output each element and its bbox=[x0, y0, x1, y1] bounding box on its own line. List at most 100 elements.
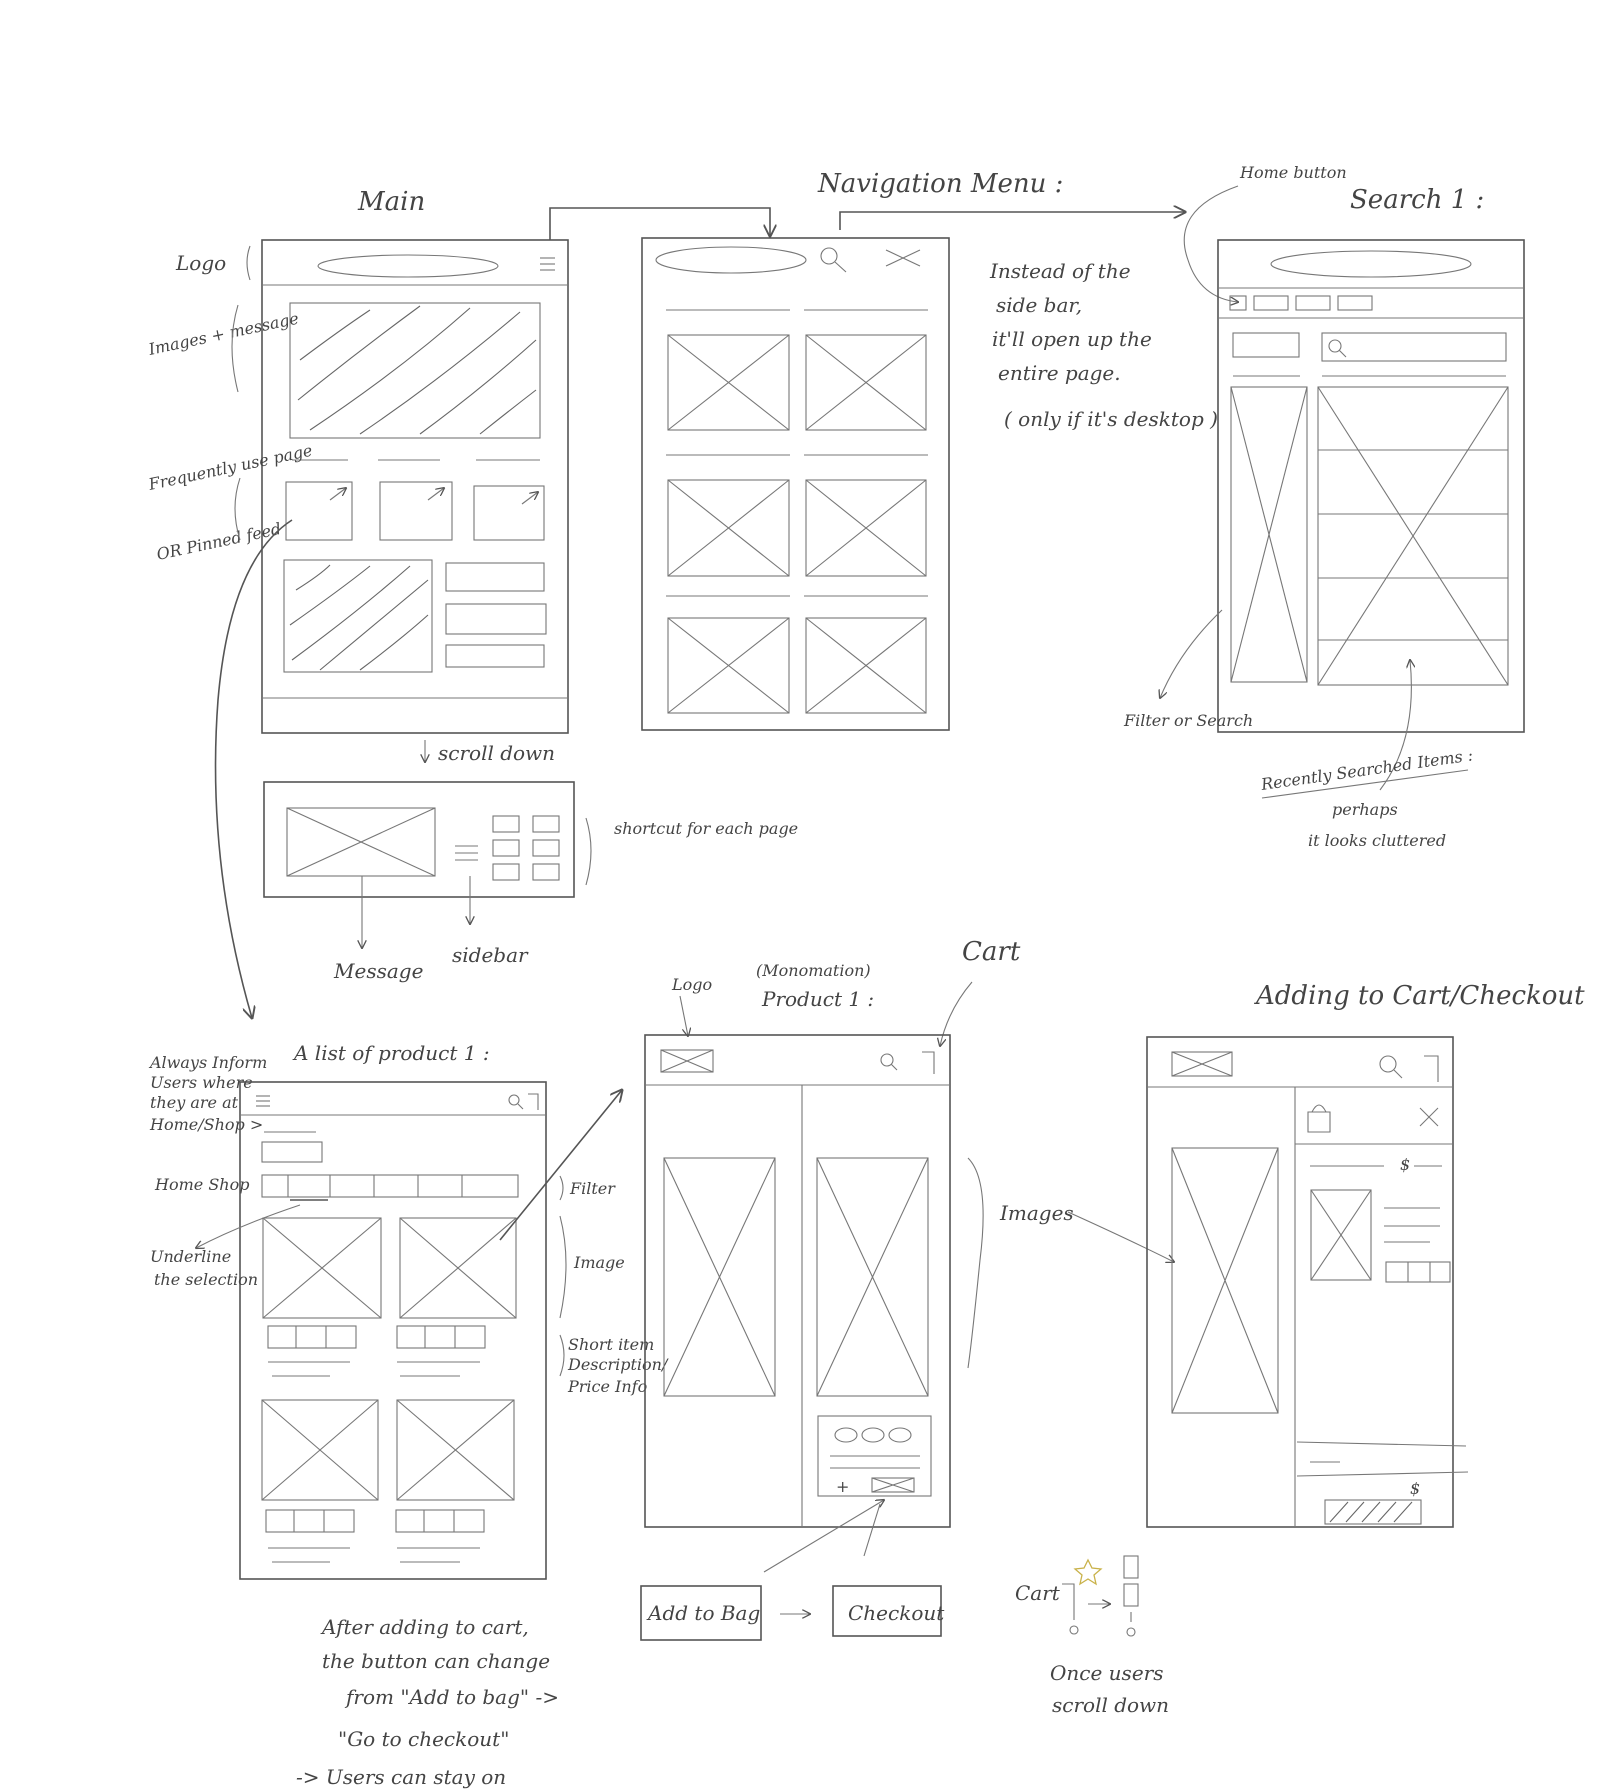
checkout-button[interactable] bbox=[832, 1585, 942, 1637]
cart-note-1: Once users bbox=[1050, 1661, 1163, 1685]
search-tab-3[interactable] bbox=[1337, 295, 1373, 311]
nav-menu-grid bbox=[666, 309, 928, 714]
cart-item-image bbox=[1310, 1189, 1372, 1281]
main-scrolled-frame bbox=[263, 781, 575, 898]
search-input[interactable] bbox=[1321, 332, 1507, 362]
product-image-1 bbox=[663, 1157, 776, 1397]
close-icon bbox=[885, 249, 921, 267]
checkout-label: Checkout bbox=[848, 1601, 945, 1625]
shortcut-icons bbox=[492, 815, 560, 881]
underline-note-2: the selection bbox=[154, 1270, 258, 1289]
cart-icon bbox=[1062, 1583, 1075, 1620]
star-icon bbox=[1073, 1558, 1103, 1586]
feature-hatching bbox=[289, 564, 429, 671]
svg-text:Description/: Description/ bbox=[567, 1355, 669, 1374]
home-icon[interactable] bbox=[1229, 295, 1247, 311]
svg-text:"Go to checkout": "Go to checkout" bbox=[338, 1727, 509, 1751]
svg-text:Home/Shop >: Home/Shop > bbox=[149, 1115, 263, 1134]
product-logo-placeholder bbox=[660, 1049, 714, 1073]
search-icon bbox=[508, 1094, 524, 1110]
sidebar-icon bbox=[455, 845, 478, 861]
svg-text:they are at: they are at bbox=[150, 1093, 239, 1112]
label-images-message: Images + message bbox=[146, 309, 300, 360]
hero-image bbox=[289, 302, 541, 439]
quick-link-1 bbox=[285, 481, 353, 541]
label-scroll-down: scroll down bbox=[438, 741, 555, 765]
main-frame bbox=[261, 239, 569, 734]
product-list-title: A list of product 1 : bbox=[292, 1041, 490, 1065]
search-note-2: it looks cluttered bbox=[1308, 831, 1446, 850]
cart-product-image bbox=[1171, 1147, 1279, 1414]
underline-note-1: Underline bbox=[150, 1247, 231, 1266]
product-page-frame bbox=[644, 1034, 951, 1528]
search-icon bbox=[880, 1053, 898, 1071]
svg-text:the button can change: the button can change bbox=[322, 1649, 550, 1673]
search-tab-1[interactable] bbox=[1253, 295, 1289, 311]
search-note-1: perhaps bbox=[1332, 800, 1398, 819]
label-logo: Logo bbox=[671, 975, 712, 994]
product-options-box bbox=[817, 1415, 932, 1497]
label-pinned-feed: OR Pinned feed bbox=[155, 519, 283, 564]
vertical-cart-icons bbox=[1123, 1555, 1139, 1637]
quick-link-3 bbox=[473, 485, 545, 541]
cart-checkout-title: Adding to Cart/Checkout bbox=[1254, 981, 1585, 1011]
svg-text:( only if it's desktop ): ( only if it's desktop ) bbox=[1004, 407, 1218, 431]
product-title-prefix: (Monomation) bbox=[756, 961, 871, 980]
price-symbol: $ bbox=[1400, 1155, 1410, 1174]
cart-icon bbox=[922, 1051, 935, 1074]
search-input-icon bbox=[1328, 339, 1347, 358]
bag-icon bbox=[1307, 1104, 1331, 1133]
label-logo: Logo bbox=[175, 251, 226, 275]
feature-image bbox=[283, 559, 433, 673]
svg-text:entire page.: entire page. bbox=[998, 361, 1121, 385]
svg-text:Always Inform: Always Inform bbox=[148, 1053, 267, 1072]
cart-checkout-sketch: Adding to Cart/Checkout $ bbox=[1015, 981, 1585, 1717]
label-home-button: Home button bbox=[1239, 163, 1347, 182]
label-filter-search: Filter or Search bbox=[1123, 711, 1253, 730]
search-icon bbox=[820, 247, 847, 273]
label-shortcut: shortcut for each page bbox=[614, 819, 798, 838]
svg-text:Users where: Users where bbox=[150, 1073, 253, 1092]
label-frequently-used: Frequently use page bbox=[146, 441, 314, 494]
search-sketch: Search 1 : Home button Filter or Search bbox=[1123, 163, 1525, 850]
cart-logo-placeholder bbox=[1171, 1051, 1233, 1077]
close-icon[interactable] bbox=[1419, 1107, 1439, 1127]
main-sketch: Main bbox=[146, 187, 798, 1018]
add-to-bag-button[interactable] bbox=[640, 1585, 762, 1641]
label-cart-small: Cart bbox=[1015, 1581, 1061, 1605]
quantity-stepper[interactable] bbox=[1385, 1261, 1451, 1283]
checkout-hatched-button[interactable] bbox=[1324, 1499, 1422, 1525]
hero-hatching bbox=[297, 305, 537, 435]
quick-link-2 bbox=[379, 481, 453, 541]
nav-menu-note: Instead of the side bar, it'll open up t… bbox=[989, 259, 1218, 431]
add-to-bag-mini-button[interactable] bbox=[871, 1477, 915, 1493]
svg-text:side bar,: side bar, bbox=[996, 293, 1082, 317]
label-recently-searched: Recently Searched Items : bbox=[1259, 745, 1474, 794]
svg-text:Instead of the: Instead of the bbox=[989, 259, 1131, 283]
product-title: Product 1 : bbox=[761, 987, 874, 1011]
nav-frame bbox=[641, 237, 950, 731]
search-title: Search 1 : bbox=[1350, 185, 1484, 215]
product-list-sketch: A list of product 1 : Always Inform User… bbox=[148, 1041, 669, 1789]
svg-text:Home Shop: Home Shop bbox=[154, 1175, 249, 1194]
svg-text:After adding to cart,: After adding to cart, bbox=[320, 1615, 529, 1639]
logo-placeholder bbox=[317, 254, 499, 278]
navigation-menu-sketch: Navigation Menu : Instead of the bbox=[641, 169, 1218, 731]
search-logo-placeholder bbox=[1270, 250, 1472, 278]
svg-text:Short item: Short item bbox=[568, 1335, 654, 1354]
plus-icon[interactable]: + bbox=[836, 1477, 849, 1496]
filter-box[interactable] bbox=[1232, 332, 1300, 358]
label-images: Images bbox=[999, 1201, 1074, 1225]
short-info-note: Short item Description/ Price Info bbox=[567, 1335, 669, 1396]
search-frame bbox=[1217, 239, 1525, 733]
svg-text:-> Users can stay on: -> Users can stay on bbox=[296, 1765, 506, 1789]
label-filter: Filter bbox=[569, 1179, 616, 1198]
filter-panel bbox=[1230, 386, 1308, 683]
search-tab-2[interactable] bbox=[1295, 295, 1331, 311]
after-adding-note: After adding to cart, the button can cha… bbox=[296, 1615, 559, 1789]
breadcrumb[interactable] bbox=[261, 1141, 323, 1163]
total-price-symbol: $ bbox=[1410, 1479, 1420, 1498]
feature-block-3 bbox=[445, 644, 545, 668]
feature-block-2 bbox=[445, 603, 547, 635]
